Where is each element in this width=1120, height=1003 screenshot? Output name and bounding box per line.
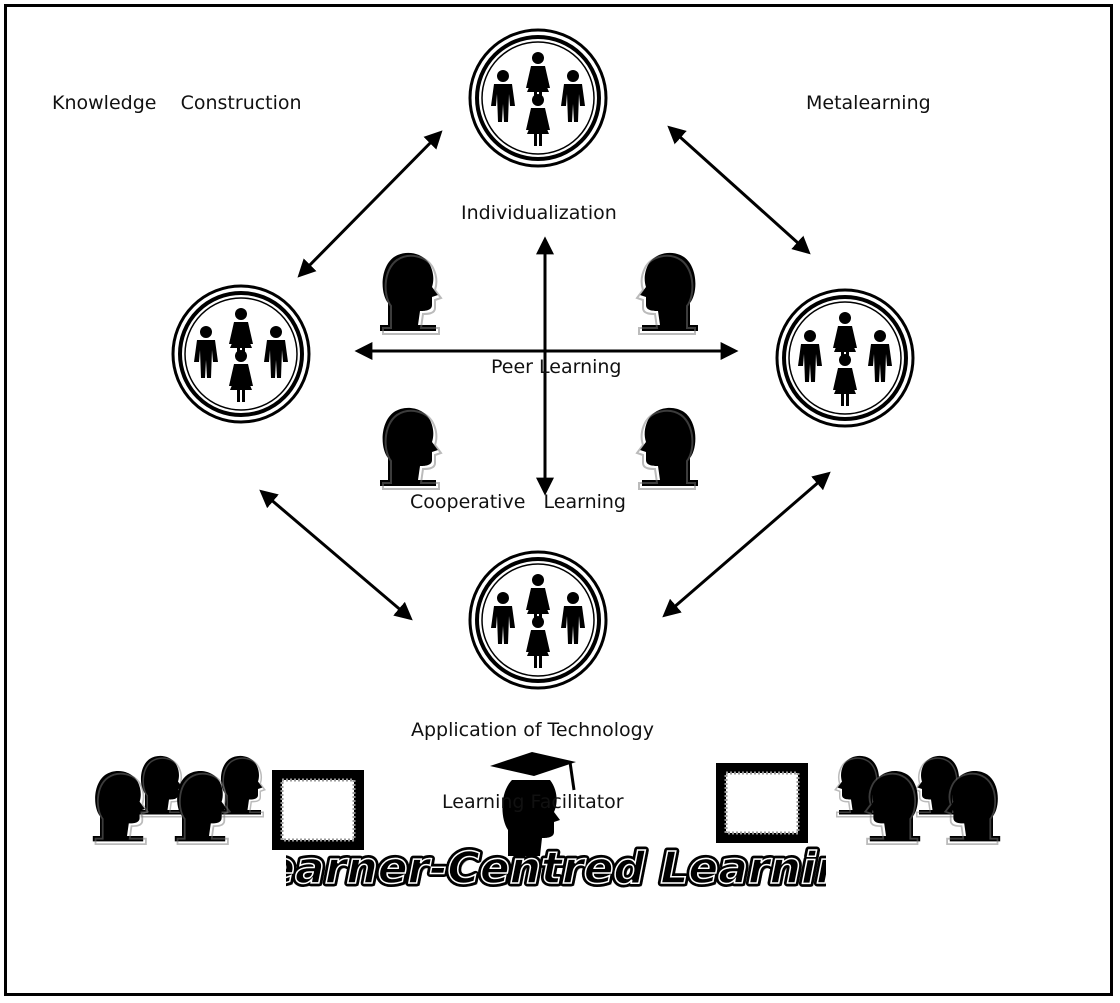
arrow-top-left — [297, 130, 443, 278]
head-silhouette-icon — [91, 770, 149, 846]
arrow-top-right — [667, 125, 811, 255]
arrow-bottom-left — [259, 489, 413, 621]
label-knowledge-construction: Knowledge Construction — [52, 92, 302, 114]
label-learning-facilitator: Learning Facilitator — [442, 791, 624, 813]
head-silhouette-icon — [138, 755, 186, 818]
graduate-cap-icon — [490, 752, 576, 856]
group-of-people-icon-bottom — [470, 552, 606, 688]
learner-heads-right — [834, 755, 1002, 846]
diagram-title: Learner-Centred Learning Learner-Centred… — [286, 831, 826, 901]
label-cooperative-learning: Cooperative Learning — [410, 491, 626, 513]
group-of-people-icon-left — [173, 286, 309, 422]
head-silhouette-icon — [864, 770, 922, 846]
label-peer-learning: Peer Learning — [491, 356, 622, 378]
learner-heads-left — [91, 755, 266, 846]
label-metalearning: Metalearning — [806, 92, 931, 114]
group-of-people-icon-top — [470, 30, 606, 166]
head-silhouette-icon — [944, 770, 1002, 846]
head-silhouette-icon-top-right — [636, 251, 699, 335]
title-text: Learner-Centred Learning — [286, 843, 826, 894]
head-silhouette-icon-bottom-right — [636, 406, 699, 490]
arrow-bottom-right — [662, 471, 831, 618]
arrow-group — [259, 125, 831, 621]
head-silhouette-icon — [173, 770, 231, 846]
head-silhouette-icon-top-left — [379, 251, 442, 335]
title-shadow: Learner-Centred Learning — [286, 846, 826, 897]
head-silhouette-icon-bottom-left — [379, 406, 442, 490]
title-outline: Learner-Centred Learning — [286, 843, 826, 894]
label-individualization: Individualization — [461, 202, 617, 224]
label-application-of-technology: Application of Technology — [411, 719, 654, 741]
group-of-people-icon-right — [777, 290, 913, 426]
